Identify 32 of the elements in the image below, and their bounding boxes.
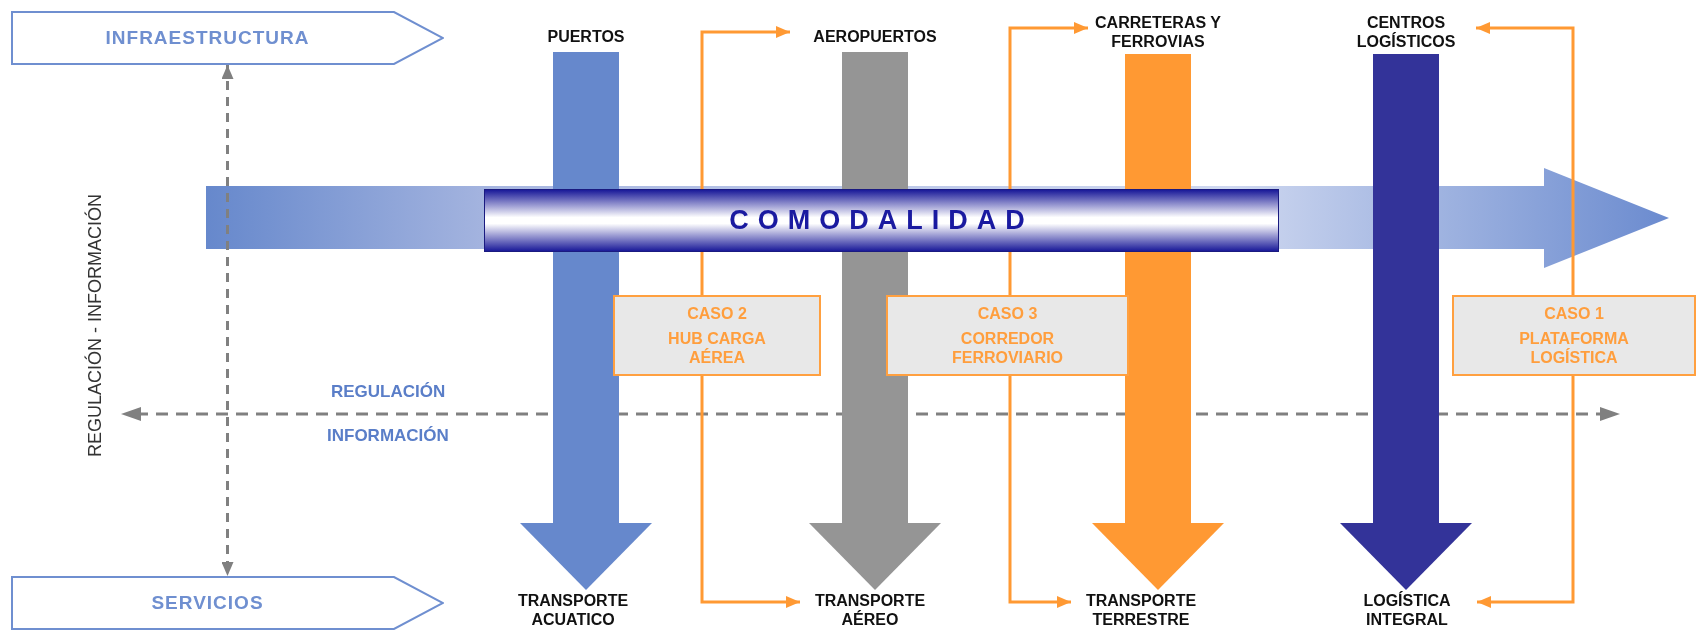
case-description: HUB CARGA AÉREA	[667, 329, 767, 367]
column-heading: AEROPUERTOS	[795, 20, 955, 52]
arrow	[1477, 376, 1575, 608]
block-arrow	[1340, 54, 1472, 590]
block-arrow	[809, 52, 941, 590]
case-box	[886, 295, 1129, 376]
arrow-label: INFORMACIÓN	[327, 426, 449, 446]
column-footer: TRANSPORTE AÉREO	[805, 590, 935, 630]
case-description: PLATAFORMA LOGÍSTICA	[1518, 329, 1630, 367]
case-box	[613, 295, 821, 376]
arrow-label: REGULACIÓN	[331, 382, 446, 402]
column-footer: LOGÍSTICA INTEGRAL	[1342, 590, 1472, 630]
banner: COMODALIDAD	[484, 189, 1279, 252]
column-heading: PUERTOS	[536, 20, 636, 52]
block-arrow	[1092, 54, 1224, 590]
case-title: CASO 3	[977, 304, 1038, 323]
column-footer: TRANSPORTE ACUATICO	[508, 590, 638, 630]
column-heading: CENTROS LOGÍSTICOS	[1341, 10, 1471, 54]
arrow	[221, 65, 234, 576]
case-title: CASO 1	[1544, 304, 1604, 323]
arrow	[1008, 376, 1071, 608]
arrow-tag: SERVICIOS	[11, 576, 444, 630]
column-heading: CARRETERAS Y FERROVIAS	[1093, 10, 1223, 54]
arrow	[1476, 22, 1575, 295]
case-description: CORREDOR FERROVIARIO	[950, 329, 1065, 367]
arrow	[700, 376, 800, 608]
case-title: CASO 2	[687, 304, 747, 323]
block-arrow	[520, 52, 652, 590]
column-footer: TRANSPORTE TERRESTRE	[1076, 590, 1206, 630]
arrow-tag: INFRAESTRUCTURA	[11, 11, 444, 65]
case-box	[1452, 295, 1696, 376]
axis-label: REGULACIÓN - INFORMACIÓN	[84, 193, 106, 457]
